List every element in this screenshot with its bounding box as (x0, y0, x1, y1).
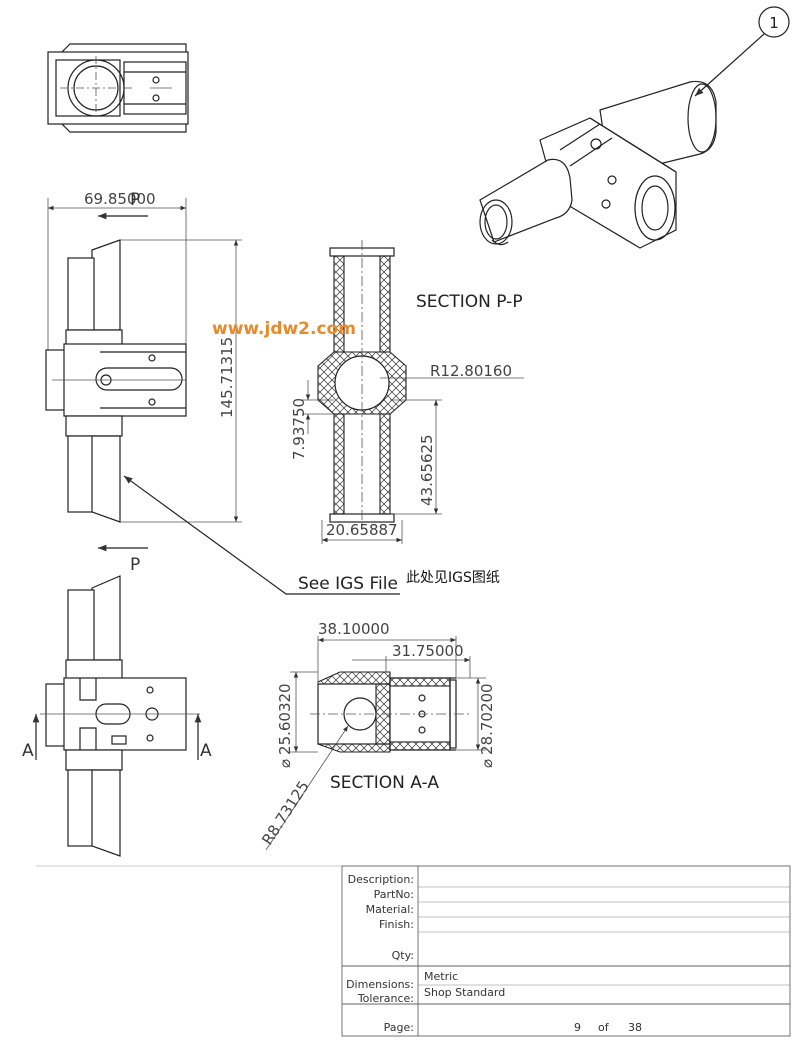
tb-page-current: 9 (574, 1021, 581, 1034)
dim-dia-2560320-value: 25.60320 (276, 683, 294, 755)
tb-page-total: 38 (628, 1021, 642, 1034)
elevation-view-bottom: A A (22, 575, 212, 857)
tb-finish-label: Finish: (379, 918, 414, 931)
title-block (36, 865, 791, 1037)
dim-radius-section: R12.80160 (430, 362, 512, 380)
arrow-a-right: A (200, 741, 212, 761)
tb-qty-label: Qty: (392, 949, 414, 962)
tb-dimensions-value: Metric (424, 970, 458, 983)
dim-2065887: 20.65887 (326, 521, 398, 539)
dim-4365625: 43.65625 (418, 434, 436, 506)
isometric-view (479, 80, 717, 249)
tb-material-label: Material: (366, 903, 414, 916)
diameter-symbol: ⌀ (276, 759, 294, 768)
end-view-top (47, 43, 189, 133)
igs-note-cn: 此处见IGS图纸 (406, 570, 500, 586)
dim-793750: 7.93750 (290, 398, 308, 460)
dim-3175000: 31.75000 (392, 642, 464, 660)
elevation-view-middle: 69.85000 P 145.71315 P (45, 190, 400, 595)
dim-dia-2870200-value: 28.70200 (478, 683, 496, 755)
dim-dia-2560320: ⌀ 25.60320 (276, 683, 294, 768)
dim-dia-2870200: ⌀ 28.70200 (478, 683, 496, 768)
tb-partno-label: PartNo: (374, 888, 414, 901)
tb-dimensions-label: Dimensions: (346, 978, 414, 991)
diameter-symbol-2: ⌀ (478, 759, 496, 768)
section-aa-title: SECTION A-A (330, 773, 439, 793)
see-igs-label: See IGS File (298, 574, 398, 594)
balloon-1: 1 (694, 6, 790, 97)
section-pp-view: R12.80160 7.93750 43.65625 20.65887 (290, 240, 524, 544)
tb-tolerance-label: Tolerance: (357, 992, 414, 1005)
arrow-p-top: P (130, 190, 140, 210)
section-pp-title: SECTION P-P (416, 292, 523, 312)
tb-page-label: Page: (384, 1021, 414, 1034)
dim-width-top: 69.85000 (84, 190, 156, 208)
dim-3810000: 38.10000 (318, 620, 390, 638)
watermark: www.jdw2.com (212, 319, 356, 339)
dim-height-main: 145.71315 (218, 337, 236, 418)
tb-page-of: of (598, 1021, 610, 1034)
tb-description-label: Description: (348, 873, 414, 886)
dim-radius-873125: R8.73125 (258, 778, 313, 849)
arrow-p-bottom: P (130, 555, 140, 575)
tb-tolerance-value: Shop Standard (424, 986, 505, 999)
section-aa-view: 38.10000 31.75000 ⌀ 25.60320 ⌀ 28.70200 R8… (258, 620, 496, 851)
arrow-a-left: A (22, 741, 34, 761)
balloon-number: 1 (769, 14, 779, 32)
